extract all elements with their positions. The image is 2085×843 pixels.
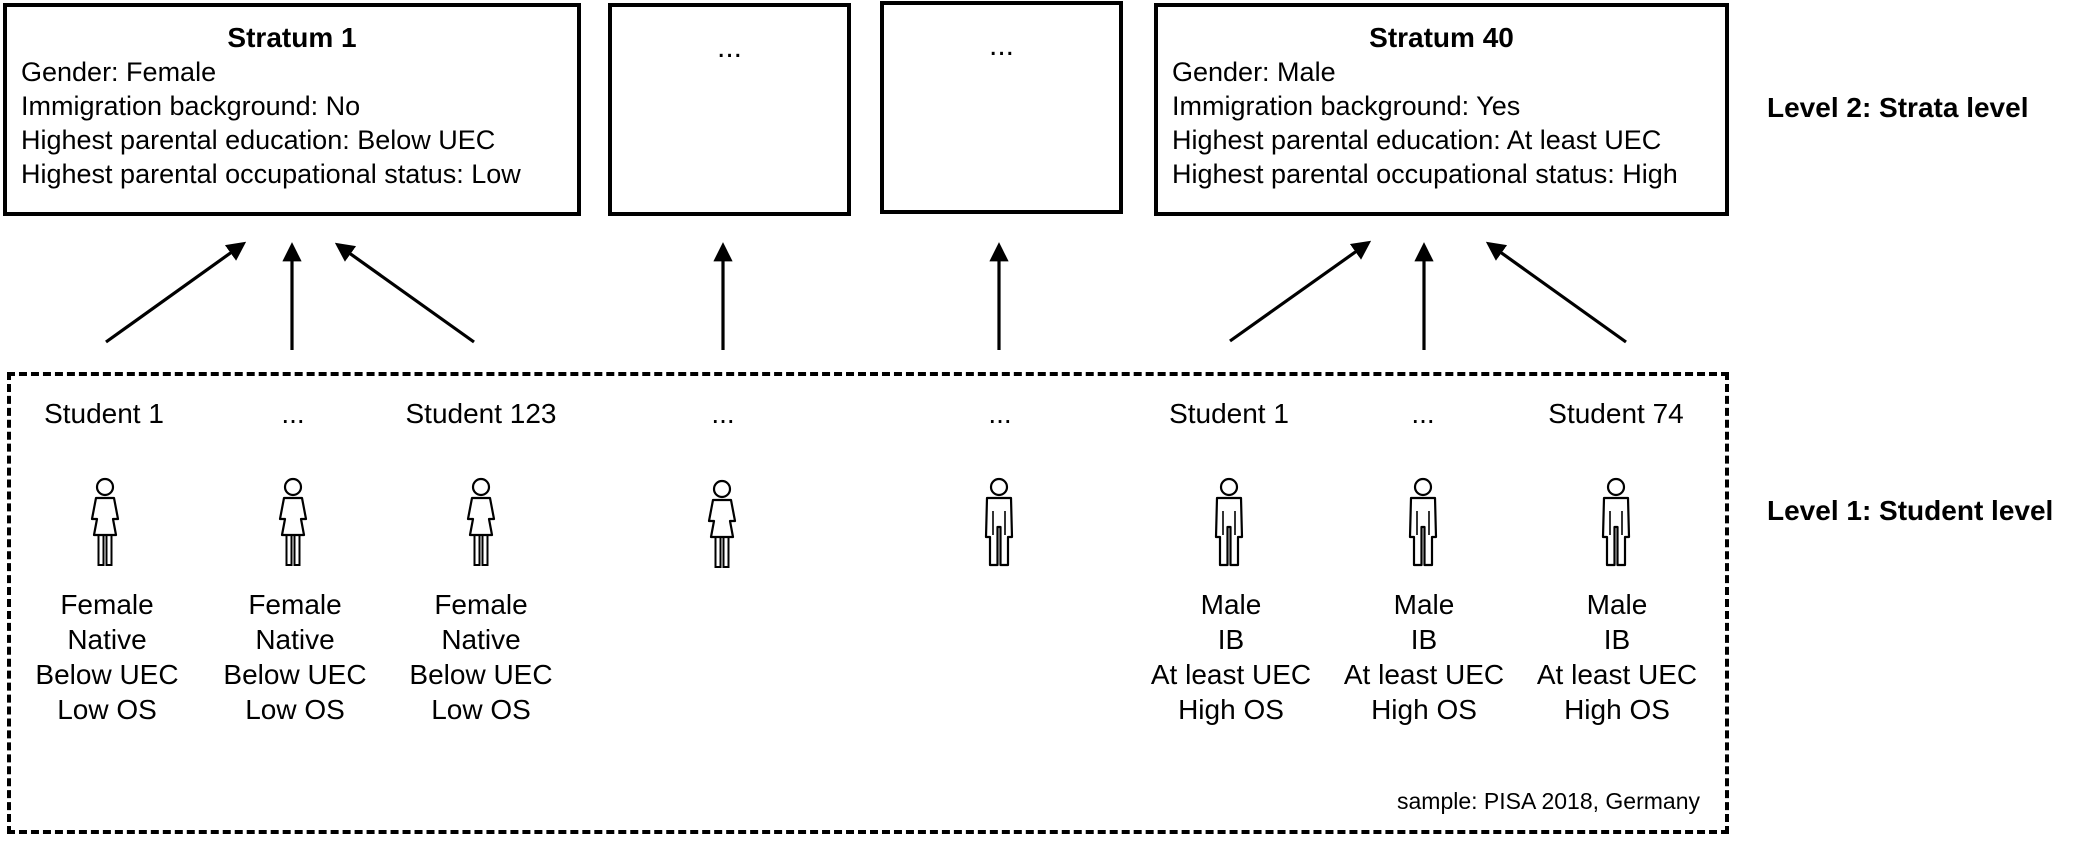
stratum-attribute: Highest parental occupational status: Hi… [1172, 159, 1678, 189]
arrow [1485, 241, 1627, 344]
student-figures [90, 477, 1631, 569]
male-person-icon [984, 477, 1014, 567]
attr-education: At least UEC [1343, 659, 1505, 690]
stratum-box-1: Stratum 1 Gender: Female Immigration bac… [3, 3, 581, 216]
stratum-attribute: Highest parental education: At least UEC [1172, 125, 1662, 155]
attr-gender: Male [1393, 589, 1455, 620]
student-attributes: Female Native Below UEC Low OS [195, 587, 395, 727]
student-label: Student 1 [44, 398, 164, 429]
attr-occupation: Low OS [431, 694, 531, 725]
attr-occupation: High OS [1178, 694, 1284, 725]
arrow [105, 241, 247, 344]
stratum-box-40: Stratum 40 Gender: Male Immigration back… [1154, 3, 1729, 216]
stratum-attribute: Highest parental education: Below UEC [21, 125, 496, 155]
attr-gender: Male [1586, 589, 1648, 620]
attr-education: Below UEC [223, 659, 367, 690]
stratum-attribute: Immigration background: No [21, 91, 361, 121]
arrow [334, 242, 475, 344]
female-person-icon [90, 477, 120, 567]
arrow [1229, 240, 1372, 343]
attr-gender: Female [434, 589, 528, 620]
stratum-title: Stratum 40 [1369, 22, 1514, 53]
female-person-icon [707, 479, 737, 569]
stratum-attribute: Immigration background: Yes [1172, 91, 1521, 121]
attr-education: Below UEC [35, 659, 179, 690]
attr-education: Below UEC [409, 659, 553, 690]
female-person-icon [278, 477, 308, 567]
attr-gender: Female [60, 589, 154, 620]
student-level-box [7, 372, 1729, 834]
student-label: Student 123 [405, 398, 557, 429]
ellipsis: ... [716, 31, 742, 64]
male-person-icon [1408, 477, 1438, 567]
student-label: ... [988, 398, 1012, 429]
arrows [105, 240, 1627, 350]
level-2-label: Level 2: Strata level [1767, 92, 2029, 123]
male-person-icon [1214, 477, 1244, 567]
stratum-box-ellipsis-1: ... [608, 3, 851, 216]
student-attributes: Female Native Below UEC Low OS [381, 587, 581, 727]
student-attributes: Male IB At least UEC High OS [1131, 587, 1331, 727]
student-label: ... [281, 398, 305, 429]
stratum-attribute: Gender: Female [21, 57, 217, 87]
ellipsis: ... [988, 29, 1014, 62]
attr-immigration: IB [1217, 624, 1245, 655]
stratum-attribute: Gender: Male [1172, 57, 1336, 87]
sample-note: sample: PISA 2018, Germany [1397, 788, 1700, 814]
student-label: Student 1 [1169, 398, 1289, 429]
attr-immigration: IB [1603, 624, 1631, 655]
attr-gender: Female [248, 589, 342, 620]
student-label: ... [1411, 398, 1435, 429]
student-attributes: Female Native Below UEC Low OS [7, 587, 207, 727]
level-1-label: Level 1: Student level [1767, 495, 2054, 526]
attr-occupation: High OS [1564, 694, 1670, 725]
attr-education: At least UEC [1150, 659, 1312, 690]
student-attributes: Male IB At least UEC High OS [1324, 587, 1524, 727]
attr-immigration: Native [441, 624, 521, 655]
attr-gender: Male [1200, 589, 1262, 620]
attr-immigration: IB [1410, 624, 1438, 655]
female-person-icon [466, 477, 496, 567]
attr-education: At least UEC [1536, 659, 1698, 690]
attr-immigration: Native [67, 624, 147, 655]
attr-occupation: High OS [1371, 694, 1477, 725]
student-attributes: Male IB At least UEC High OS [1517, 587, 1717, 727]
male-person-icon [1601, 477, 1631, 567]
stratum-box-ellipsis-2: ... [880, 1, 1123, 214]
attr-occupation: Low OS [57, 694, 157, 725]
attr-immigration: Native [255, 624, 335, 655]
stratum-attribute: Highest parental occupational status: Lo… [21, 159, 521, 189]
stratum-title: Stratum 1 [227, 22, 357, 53]
student-label: Student 74 [1548, 398, 1684, 429]
attr-occupation: Low OS [245, 694, 345, 725]
student-label: ... [711, 398, 735, 429]
